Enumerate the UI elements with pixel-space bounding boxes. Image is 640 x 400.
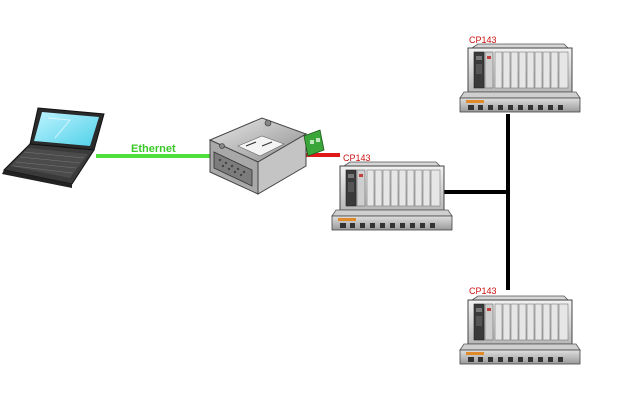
adapter-icon [208,117,325,195]
plc-top-label: CP143 [469,35,497,45]
plc-center-icon [331,161,453,231]
ethernet-label: Ethernet [131,143,176,155]
plc-center-label: CP143 [343,153,371,163]
laptop-icon [2,107,105,188]
plc-top-icon [459,43,581,113]
plc-bottom-icon [459,295,581,365]
plc-bottom-label: CP143 [469,286,497,296]
